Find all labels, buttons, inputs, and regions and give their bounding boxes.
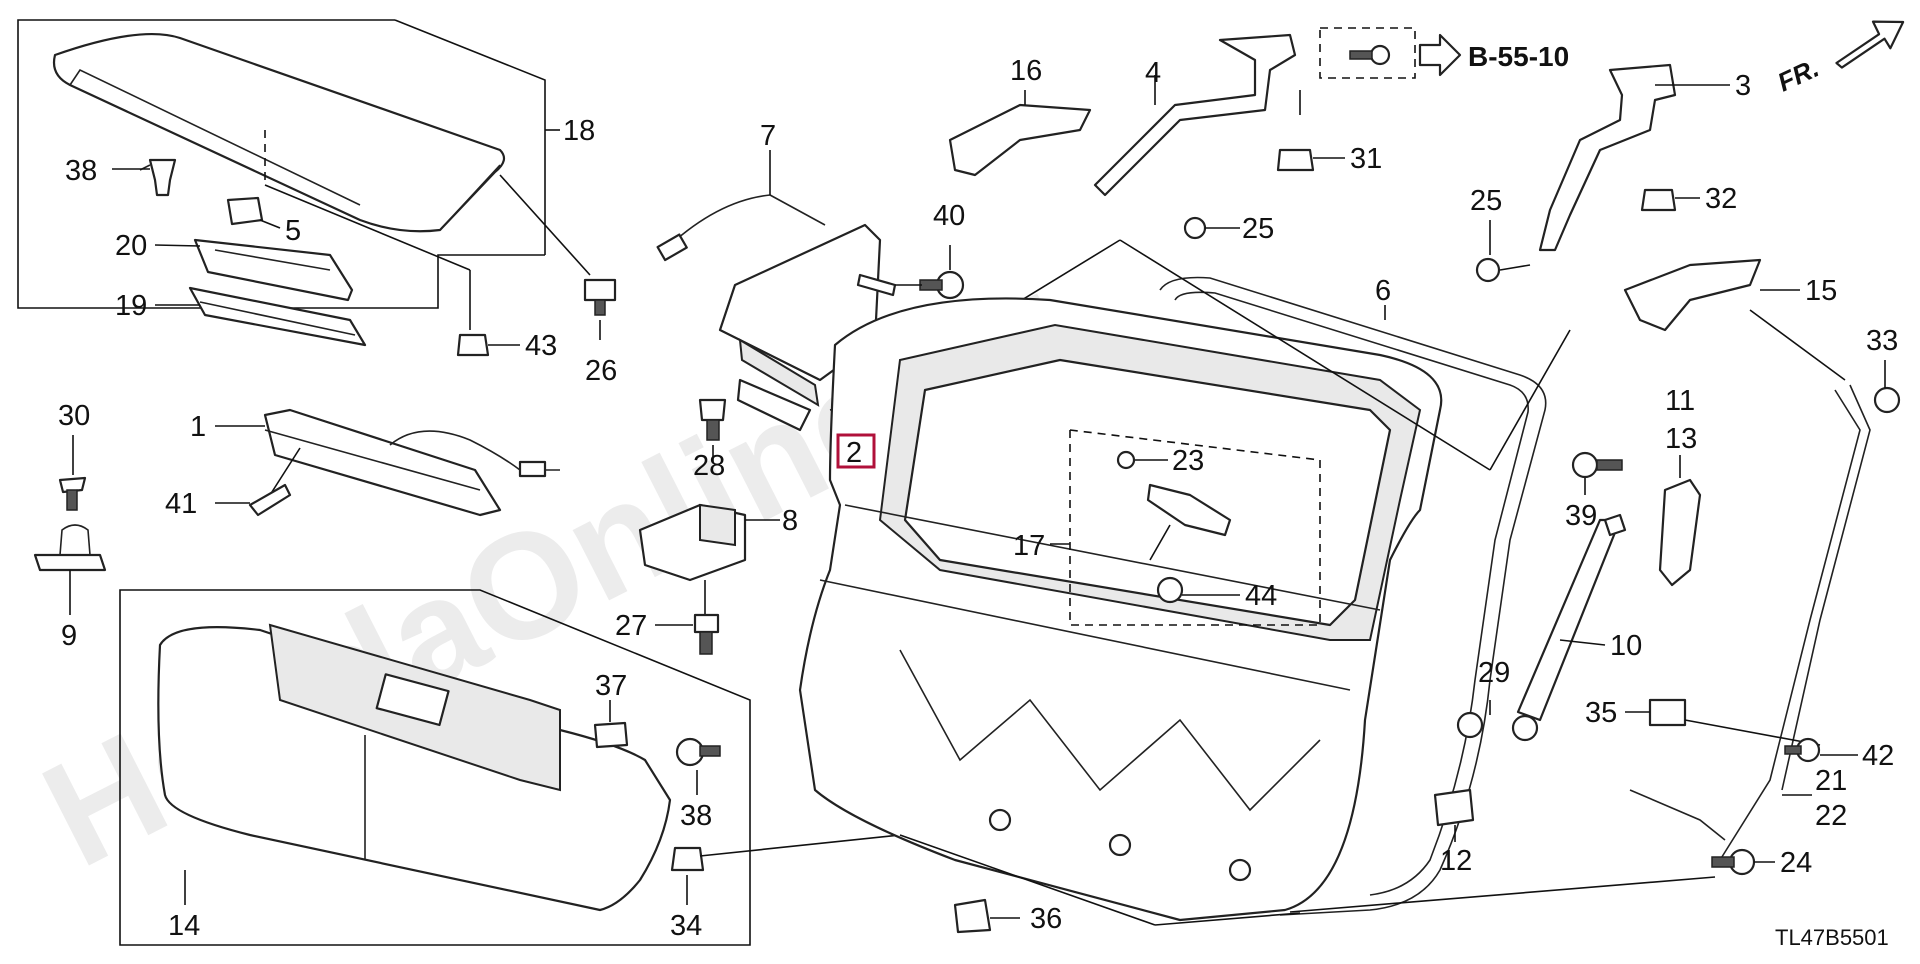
spoiler-part bbox=[52, 33, 506, 233]
callout-29[interactable]: 29 bbox=[1478, 657, 1510, 689]
callout-10[interactable]: 10 bbox=[1610, 630, 1642, 662]
callout-39[interactable]: 39 bbox=[1565, 500, 1597, 532]
callout-32[interactable]: 32 bbox=[1705, 183, 1737, 215]
bracket-15-icon bbox=[1623, 258, 1762, 332]
nut-31-icon bbox=[1276, 148, 1315, 172]
callout-6[interactable]: 6 bbox=[1375, 275, 1391, 307]
bolt-24-icon bbox=[1711, 848, 1756, 876]
gas-strut-10-icon bbox=[1511, 513, 1627, 742]
screw-27-icon bbox=[693, 613, 720, 655]
callout-25a[interactable]: 25 bbox=[1242, 213, 1274, 245]
callout-2-highlight[interactable] bbox=[836, 433, 876, 469]
reference-arrow bbox=[1418, 33, 1462, 77]
bolt-icon bbox=[1349, 44, 1391, 66]
callout-24[interactable]: 24 bbox=[1780, 847, 1812, 879]
callout-30[interactable]: 30 bbox=[58, 400, 90, 432]
callout-16[interactable]: 16 bbox=[1010, 55, 1042, 87]
clip-34-icon bbox=[670, 846, 705, 872]
callout-37[interactable]: 37 bbox=[595, 670, 627, 702]
brake-light-1-icon bbox=[263, 408, 560, 517]
bracket-20-icon bbox=[193, 238, 354, 302]
nut-43-icon bbox=[456, 333, 490, 357]
callout-13[interactable]: 13 bbox=[1665, 423, 1697, 455]
clip-38-icon bbox=[139, 158, 177, 197]
callout-4[interactable]: 4 bbox=[1145, 57, 1161, 89]
clip-23-icon bbox=[1116, 450, 1136, 470]
callout-17[interactable]: 17 bbox=[1013, 530, 1045, 562]
hinge-3-icon bbox=[1538, 63, 1677, 252]
callout-3[interactable]: 3 bbox=[1735, 70, 1751, 102]
bolt-25b-icon bbox=[1475, 257, 1501, 283]
callout-18[interactable]: 18 bbox=[563, 115, 595, 147]
clip-35-icon bbox=[1648, 698, 1687, 727]
clip-37-icon bbox=[593, 721, 629, 749]
screw-28-icon bbox=[698, 398, 727, 441]
bracket-17-icon bbox=[1146, 483, 1232, 537]
callout-35[interactable]: 35 bbox=[1585, 697, 1617, 729]
callout-11[interactable]: 11 bbox=[1665, 385, 1695, 417]
callout-1[interactable]: 1 bbox=[190, 411, 206, 443]
callout-22[interactable]: 22 bbox=[1815, 800, 1847, 832]
bumper-36-icon bbox=[953, 898, 992, 934]
bolt-39-icon bbox=[1571, 451, 1623, 479]
bracket-16-icon bbox=[948, 103, 1092, 177]
callout-44[interactable]: 44 bbox=[1245, 580, 1277, 612]
callout-5[interactable]: 5 bbox=[285, 215, 301, 247]
callout-38a[interactable]: 38 bbox=[65, 155, 97, 187]
bumper-12-icon bbox=[1433, 788, 1475, 827]
callout-19[interactable]: 19 bbox=[115, 290, 147, 322]
clip-38b-icon bbox=[675, 737, 721, 767]
callout-40[interactable]: 40 bbox=[933, 200, 965, 232]
diagram-code: TL47B5501 bbox=[1775, 925, 1889, 950]
grommet-9-icon bbox=[33, 524, 107, 572]
callout-23[interactable]: 23 bbox=[1172, 445, 1204, 477]
cable-21-22-icon bbox=[1629, 384, 1871, 861]
screw-26-icon bbox=[583, 278, 617, 316]
clip-5-icon bbox=[226, 196, 264, 226]
clip-29-icon bbox=[1456, 711, 1484, 739]
group-outline-14 bbox=[119, 589, 751, 946]
callout-20[interactable]: 20 bbox=[115, 230, 147, 262]
callout-2[interactable]: 2 bbox=[846, 437, 862, 469]
callout-33[interactable]: 33 bbox=[1866, 325, 1898, 357]
screw-44-icon bbox=[1156, 576, 1184, 604]
callout-31[interactable]: 31 bbox=[1350, 143, 1382, 175]
latch-8-icon bbox=[638, 503, 747, 582]
callout-38b[interactable]: 38 bbox=[680, 800, 712, 832]
group-outline-17 bbox=[1069, 429, 1321, 626]
callout-9[interactable]: 9 bbox=[61, 620, 77, 652]
hinge-4-icon bbox=[1093, 33, 1297, 197]
nut-33-icon bbox=[1873, 386, 1901, 414]
callout-15[interactable]: 15 bbox=[1805, 275, 1837, 307]
callout-27[interactable]: 27 bbox=[615, 610, 647, 642]
callout-8[interactable]: 8 bbox=[782, 505, 798, 537]
callout-25b[interactable]: 25 bbox=[1470, 185, 1502, 217]
callout-14[interactable]: 14 bbox=[168, 910, 200, 942]
callout-26[interactable]: 26 bbox=[585, 355, 617, 387]
callout-12[interactable]: 12 bbox=[1440, 845, 1472, 877]
light-19-icon bbox=[188, 286, 367, 347]
reference-label[interactable]: B-55-10 bbox=[1468, 41, 1569, 72]
callout-28[interactable]: 28 bbox=[693, 450, 725, 482]
bolt-25a-icon bbox=[1183, 216, 1207, 240]
callout-41[interactable]: 41 bbox=[165, 488, 197, 520]
tailgate-2-icon bbox=[798, 297, 1443, 922]
screw-41-icon bbox=[248, 483, 292, 517]
screw-42-icon bbox=[1784, 737, 1821, 763]
lower-trim-14-icon bbox=[157, 623, 672, 912]
weatherstrip-6-icon bbox=[1159, 276, 1547, 916]
callout-36[interactable]: 36 bbox=[1030, 903, 1062, 935]
callout-42[interactable]: 42 bbox=[1862, 740, 1894, 772]
nut-32-icon bbox=[1640, 188, 1677, 212]
front-label: FR. bbox=[1773, 53, 1824, 98]
front-direction-arrow bbox=[1835, 20, 1905, 69]
callout-7[interactable]: 7 bbox=[760, 120, 776, 152]
callout-21[interactable]: 21 bbox=[1815, 765, 1847, 797]
callout-43[interactable]: 43 bbox=[525, 330, 557, 362]
screw-30-icon bbox=[58, 476, 87, 511]
bracket-11-13-icon bbox=[1658, 478, 1702, 587]
callout-34[interactable]: 34 bbox=[670, 910, 702, 942]
